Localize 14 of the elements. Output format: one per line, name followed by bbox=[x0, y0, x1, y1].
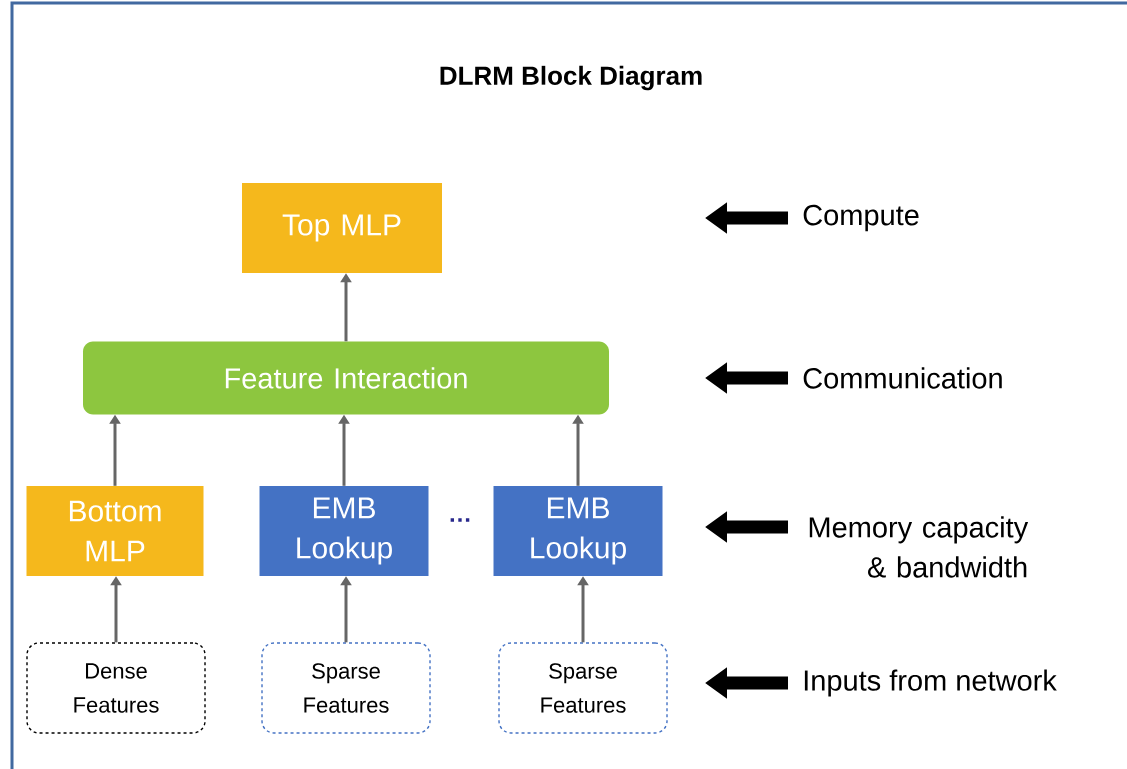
interaction-box: Feature Interaction bbox=[83, 341, 609, 415]
row-label: Compute bbox=[803, 204, 919, 232]
mlp-box: Top MLP bbox=[242, 183, 442, 273]
row-label: Communication bbox=[803, 367, 1002, 389]
lookup-box: EMB Lookup bbox=[493, 486, 663, 576]
input-box: Sparse Features bbox=[261, 642, 431, 734]
input-box: Dense Features bbox=[26, 642, 206, 734]
row-label: Memory capacity & bandwidth bbox=[809, 516, 1029, 578]
ellipsis: … bbox=[450, 518, 470, 522]
lookup-box: EMB Lookup bbox=[259, 486, 429, 576]
title: DLRM Block Diagram bbox=[440, 65, 702, 91]
mlp-box: Bottom MLP bbox=[26, 486, 204, 576]
input-box: Sparse Features bbox=[498, 642, 668, 734]
row-label: Inputs from network bbox=[804, 669, 1057, 697]
